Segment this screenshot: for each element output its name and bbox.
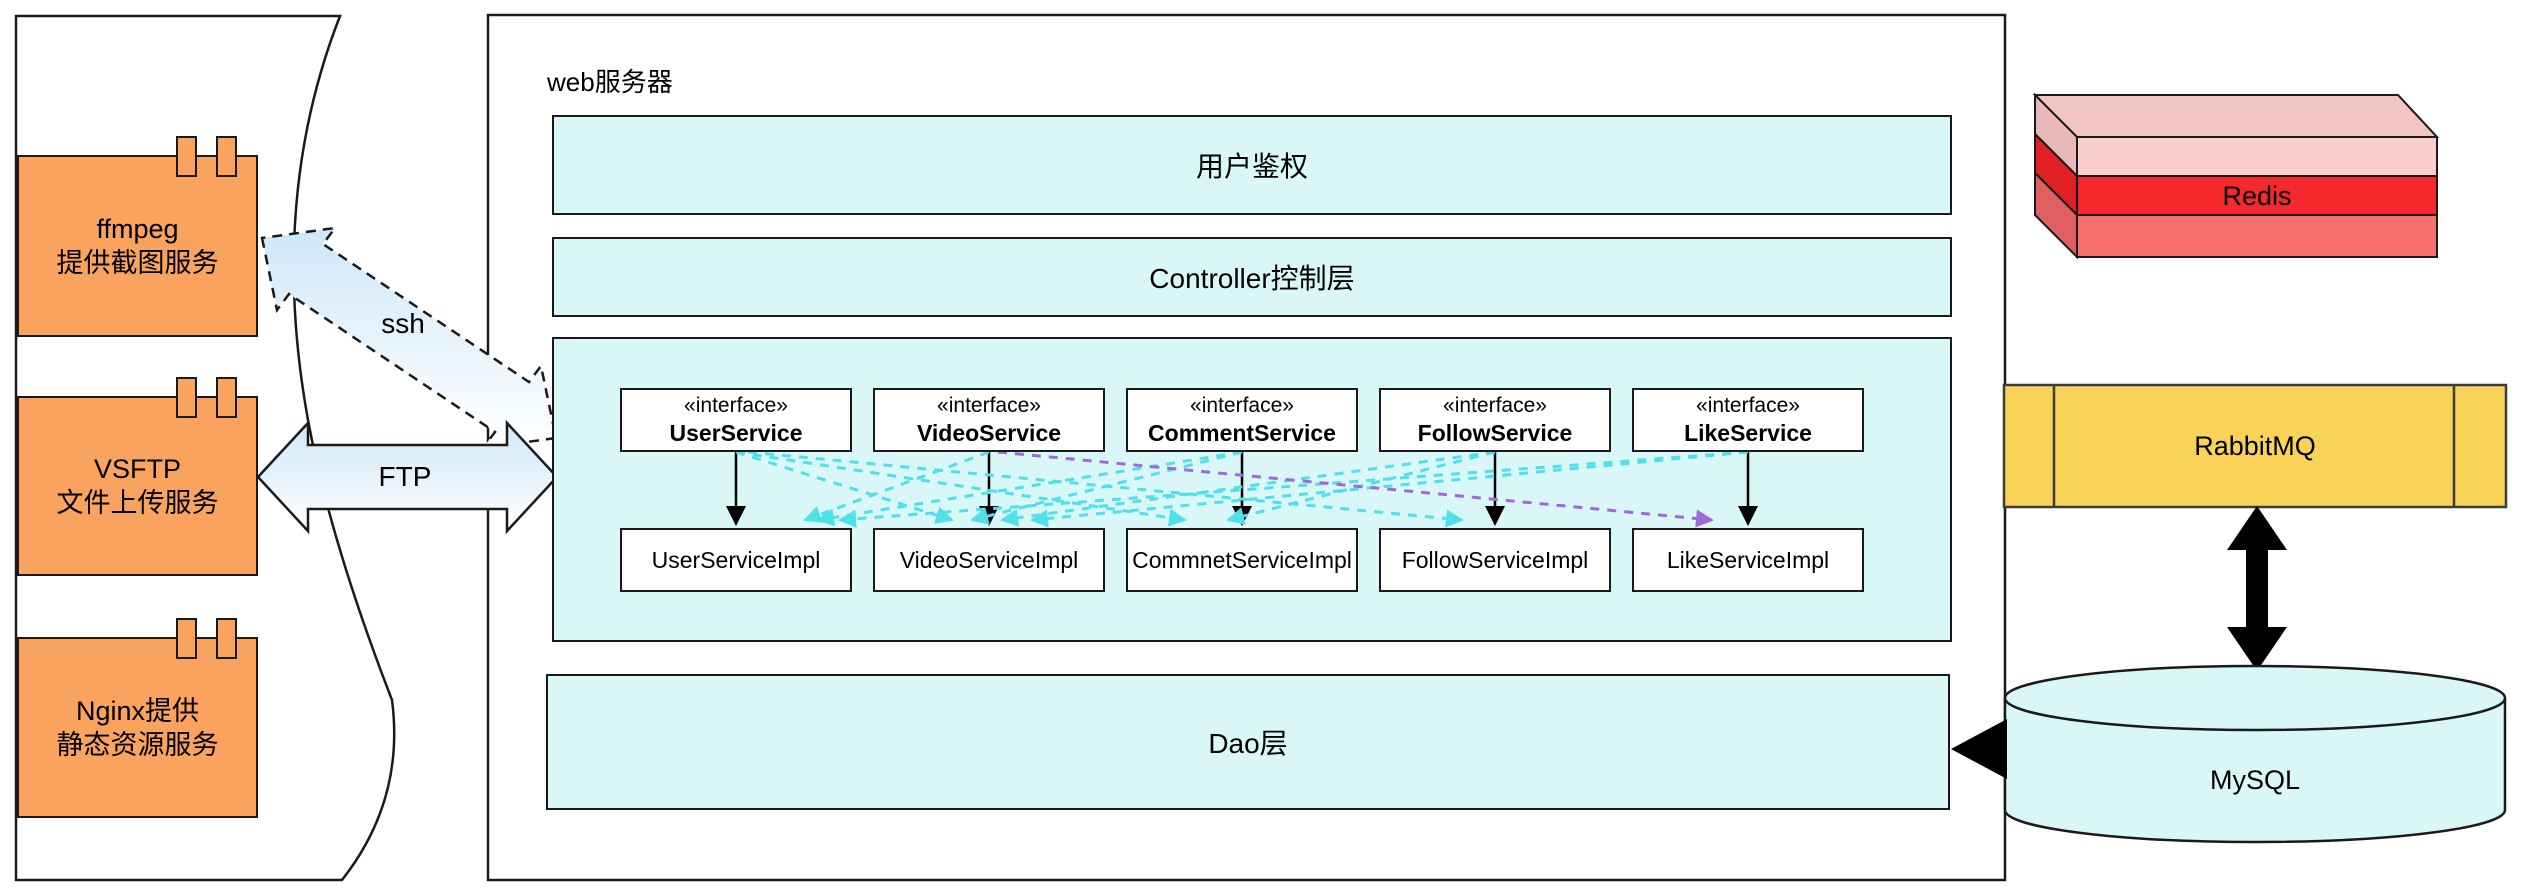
mysql-dao-arrowhead: [1951, 719, 2007, 779]
component-port-icon: [216, 136, 237, 177]
auth-layer-bar: 用户鉴权: [552, 115, 1952, 215]
impl-box-likeserviceimpl: LikeServiceImpl: [1632, 528, 1864, 592]
component-port-icon: [176, 618, 197, 659]
impl-box-userserviceimpl: UserServiceImpl: [620, 528, 852, 592]
redis-node: [2032, 92, 2440, 260]
vsftp-node-subtitle: 文件上传服务: [56, 488, 219, 518]
interface-name: CommentService: [1148, 419, 1336, 446]
impl-name: CommnetServiceImpl: [1132, 546, 1352, 573]
component-port-icon: [216, 618, 237, 659]
rabbitmq-label: RabbitMQ: [2194, 430, 2316, 461]
dependency-link: [1000, 450, 1496, 527]
rabbitmq-box: [2002, 383, 2508, 509]
dependency-link: [735, 450, 954, 524]
dependency-link: [735, 450, 1187, 527]
impl-name: FollowServiceImpl: [1401, 546, 1589, 573]
impl-name: LikeServiceImpl: [1666, 546, 1830, 573]
mysql-node: [2003, 664, 2507, 844]
dao-layer-label: Dao层: [1208, 728, 1288, 759]
impl-box-videoserviceimpl: VideoServiceImpl: [873, 528, 1105, 592]
impl-name: VideoServiceImpl: [899, 546, 1079, 573]
nginx-node-title: Nginx提供: [75, 695, 200, 726]
interface-name: FollowService: [1417, 419, 1573, 446]
component-port-icon: [176, 136, 197, 177]
redis-front-label-band: [2076, 175, 2438, 216]
interface-stereotype: «interface»: [1696, 393, 1800, 417]
ffmpeg-node-title: ffmpeg: [96, 214, 179, 244]
component-port-icon: [176, 377, 197, 418]
purple-dependency-link: [997, 450, 1714, 528]
mysql-cylinder-body: [2003, 698, 2507, 844]
interface-stereotype: «interface»: [1190, 393, 1294, 417]
nginx-node: Nginx提供 静态资源服务: [17, 618, 258, 818]
interface-name: LikeService: [1684, 419, 1812, 446]
ssh-arrow-label: ssh: [381, 308, 425, 339]
interface-box-followservice: «interface» FollowService: [1379, 388, 1611, 452]
impl-box-followserviceimpl: FollowServiceImpl: [1379, 528, 1611, 592]
controller-layer-label: Controller控制层: [1149, 263, 1355, 294]
web-server-title: web服务器: [547, 67, 673, 97]
rabbitmq-mysql-arrow: [2227, 506, 2287, 671]
nginx-node-subtitle: 静态资源服务: [56, 729, 219, 760]
interface-box-userservice: «interface» UserService: [620, 388, 852, 452]
dao-layer-bar: Dao层: [546, 674, 1950, 810]
vsftp-node: VSFTP 文件上传服务: [17, 377, 258, 576]
dependency-link: [970, 450, 1243, 525]
interface-name: UserService: [669, 419, 803, 446]
controller-layer-bar: Controller控制层: [552, 237, 1952, 317]
vsftp-node-title: VSFTP: [93, 454, 181, 484]
redis-front-top-band: [2076, 136, 2438, 177]
impl-box-commnetserviceimpl: CommnetServiceImpl: [1126, 528, 1358, 592]
interface-stereotype: «interface»: [937, 393, 1041, 417]
mysql-label: MySQL: [2209, 764, 2301, 795]
mysql-cylinder-top: [2003, 664, 2507, 732]
redis-front-bottom-band: [2076, 214, 2438, 258]
ftp-arrow-label: FTP: [378, 461, 432, 492]
component-port-icon: [216, 377, 237, 418]
interface-box-videoservice: «interface» VideoService: [873, 388, 1105, 452]
interface-name: VideoService: [916, 419, 1062, 446]
dependency-link: [1030, 450, 1749, 528]
rabbitmq-node: [2002, 383, 2508, 509]
interface-stereotype: «interface»: [1443, 393, 1547, 417]
interface-box-likeservice: «interface» LikeService: [1632, 388, 1864, 452]
auth-layer-label: 用户鉴权: [1195, 151, 1308, 182]
ssh-arrow: [260, 226, 558, 450]
interface-box-commentservice: «interface» CommentService: [1126, 388, 1358, 452]
ffmpeg-node: ffmpeg 提供截图服务: [17, 136, 258, 337]
interface-stereotype: «interface»: [684, 393, 788, 417]
ffmpeg-node-subtitle: 提供截图服务: [56, 248, 219, 278]
dependency-link: [816, 450, 1243, 527]
impl-name: UserServiceImpl: [651, 546, 821, 573]
redis-label: Redis: [2222, 180, 2292, 211]
